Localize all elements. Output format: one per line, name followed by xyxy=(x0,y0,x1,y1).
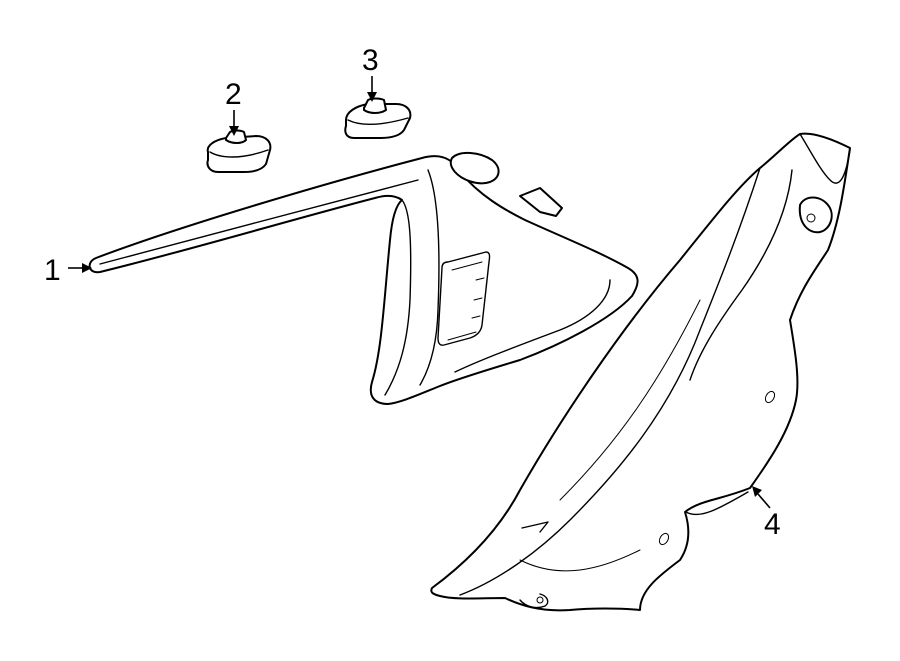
callout-label-4: 4 xyxy=(764,508,781,541)
clip-part-2 xyxy=(206,129,272,173)
quarter-trim-panel xyxy=(88,152,639,405)
callout-label-3: 3 xyxy=(362,44,379,77)
callout-label-1: 1 xyxy=(44,254,61,287)
callout-2 xyxy=(229,110,239,136)
callout-4 xyxy=(752,486,771,509)
callout-1 xyxy=(68,263,92,273)
callout-label-2: 2 xyxy=(225,78,242,111)
wheelhouse-trim-panel xyxy=(430,132,851,612)
clip-part-3 xyxy=(344,97,412,139)
callout-3 xyxy=(367,76,377,102)
